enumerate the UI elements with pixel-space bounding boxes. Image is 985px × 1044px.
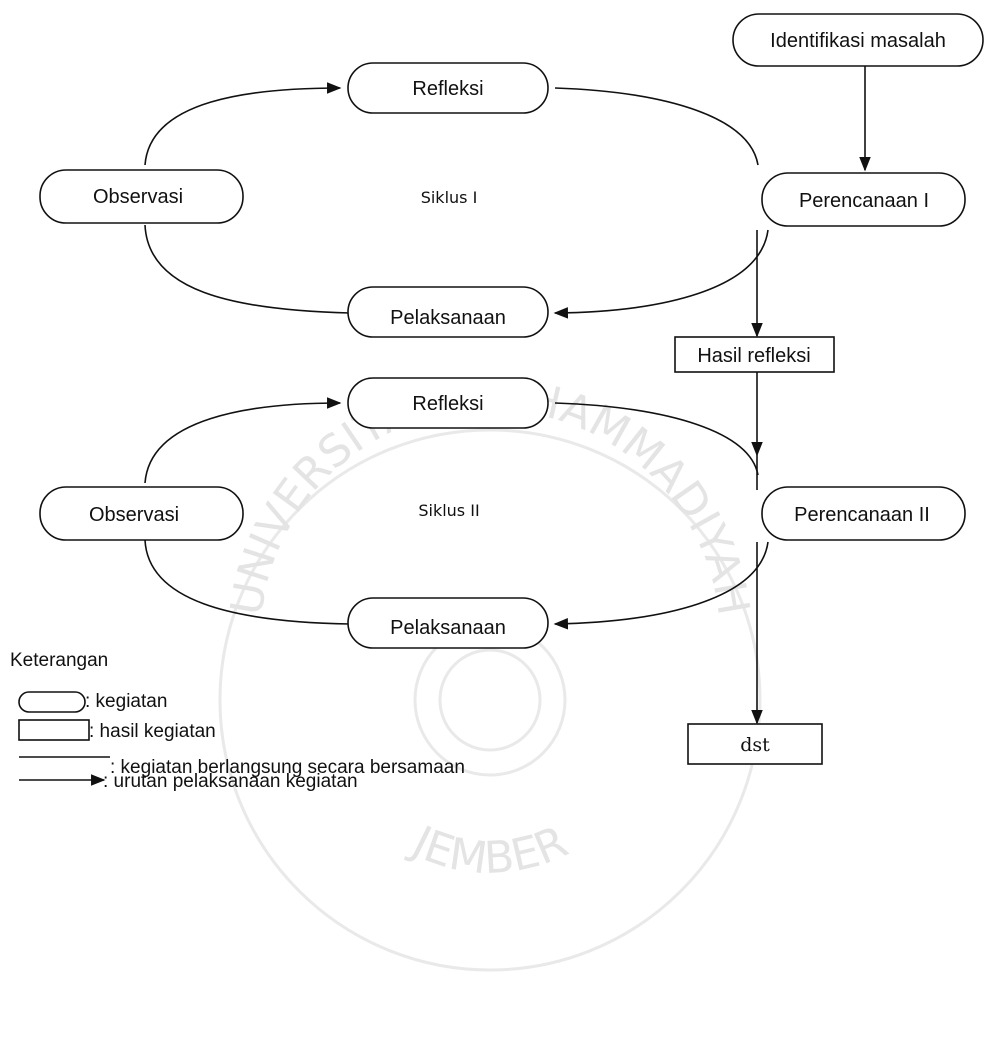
legend-box-symbol (18, 719, 90, 741)
identifikasi-node (732, 13, 984, 67)
pelaksanaan-label-2: Pelaksanaan (390, 617, 506, 639)
refleksi-node-1 (347, 62, 549, 114)
legend-item-kegiatan: : kegiatan (85, 691, 167, 712)
watermark-seal: UNIVERSITAS MUHAMMADIYAH JEMBER (218, 369, 762, 972)
observasi-label-2: Observasi (89, 504, 179, 526)
edge-pelaksanaan-to-observasi-1 (144, 224, 351, 314)
edge-refleksi-to-perencanaan-2 (554, 402, 759, 476)
legend-item-bersamaan: : kegiatan berlangsung secara bersamaan (110, 757, 465, 778)
observasi-node-2 (39, 486, 244, 541)
perencanaan-node-1 (761, 172, 966, 227)
edge-observasi-to-refleksi-2 (144, 397, 342, 484)
perencanaan-label-1: Perencanaan I (799, 190, 929, 212)
legend-item-hasil: : hasil kegiatan (89, 721, 216, 742)
edge-refleksi-to-perencanaan-1 (554, 87, 759, 166)
observasi-label-1: Observasi (93, 186, 183, 208)
edge-perencanaan-to-pelaksanaan-1 (553, 229, 769, 319)
cycle-2: Refleksi Observasi Siklus II Pelaksanaan… (39, 377, 966, 649)
siklus-label-2: Siklus II (418, 501, 479, 520)
siklus-label-1: Siklus I (421, 188, 478, 207)
refleksi-node-2 (347, 377, 549, 429)
identifikasi-label: Identifikasi masalah (770, 30, 946, 52)
cycle-1: Refleksi Observasi Siklus I Pelaksanaan … (39, 62, 966, 338)
legend-title: Keterangan (10, 650, 108, 671)
edge-perencanaan-to-pelaksanaan-2 (553, 541, 769, 630)
refleksi-label-1: Refleksi (412, 78, 483, 100)
dst-box (687, 723, 823, 765)
perencanaan-node-2 (761, 486, 966, 541)
watermark-text-bottom: JEMBER (402, 815, 575, 884)
hasil-refleksi-label: Hasil refleksi (697, 345, 810, 367)
hasil-refleksi-box (674, 336, 835, 373)
legend: Keterangan : kegiatan : hasil kegiatan :… (10, 650, 465, 792)
refleksi-label-2: Refleksi (412, 393, 483, 415)
edge-observasi-to-refleksi-1 (144, 82, 342, 166)
legend-pill-symbol (18, 691, 86, 713)
dst-label: dst (740, 734, 770, 756)
pelaksanaan-node-1 (347, 286, 549, 338)
edge-pelaksanaan-to-observasi-2 (144, 539, 351, 625)
pelaksanaan-label-1: Pelaksanaan (390, 307, 506, 329)
pelaksanaan-node-2 (347, 597, 549, 649)
perencanaan-label-2: Perencanaan II (794, 504, 930, 526)
observasi-node-1 (39, 169, 244, 224)
legend-item-urutan: : urutan pelaksanaan kegiatan (103, 771, 358, 792)
